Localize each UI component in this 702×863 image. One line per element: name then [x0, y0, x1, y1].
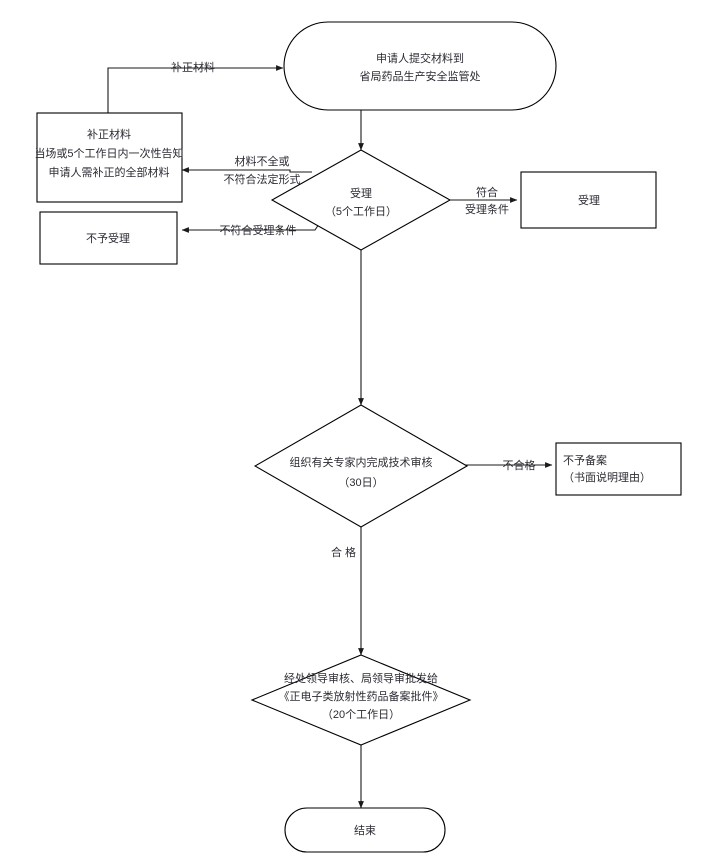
approval-label-line1: 经处领导审核、局领导审批发给	[284, 671, 438, 685]
accept-decision-shape	[270, 149, 452, 251]
node-end[interactable]: 结束	[284, 807, 446, 853]
edge-label-meet-accept-line1: 符合	[476, 185, 498, 199]
connector-accept-decision-to-supplement	[181, 167, 312, 173]
end-shape	[284, 807, 446, 853]
edge-label-meet-accept-line2: 受理条件	[465, 202, 509, 216]
start-label-line1: 申请人提交材料到	[376, 51, 464, 65]
node-review-decision[interactable]: 组织有关专家内完成技术审核 （30日）	[253, 404, 469, 528]
supplement-label-line1: 补正材料	[87, 127, 131, 141]
accept-decision-label-line1: 受理	[350, 187, 372, 200]
end-label: 结束	[354, 824, 376, 837]
edge-label-unqualified: 不合格	[503, 458, 536, 472]
edge-label-incomplete-line1: 材料不全或	[235, 154, 290, 168]
node-reject-acceptance[interactable]: 不予受理	[39, 211, 178, 265]
reject-accept-label: 不予受理	[86, 232, 130, 245]
node-accepted[interactable]: 受理	[520, 171, 657, 229]
review-decision-label-line2: （30日）	[338, 476, 383, 489]
edge-label-not-meet-accept: 不符合受理条件	[220, 223, 297, 237]
approval-shape	[250, 654, 472, 746]
node-start[interactable]: 申请人提交材料到 省局药品生产安全监管处	[283, 21, 557, 111]
supplement-shape	[36, 112, 183, 203]
approval-label-line3: （20个工作日）	[322, 708, 400, 721]
review-decision-label-line1: 组织有关专家内完成技术审核	[290, 455, 433, 469]
edge-label-supplement-back: 补正材料	[171, 60, 215, 74]
supplement-label-line3: 申请人需补正的全部材料	[49, 165, 170, 179]
node-no-record[interactable]: 不予备案 （书面说明理由）	[555, 442, 682, 496]
accepted-shape	[520, 171, 657, 229]
accept-decision-label-line2: （5个工作日）	[325, 205, 397, 218]
accepted-label: 受理	[578, 194, 600, 207]
edge-label-qualified: 合 格	[331, 545, 356, 559]
start-label-line2: 省局药品生产安全监管处	[360, 69, 481, 83]
review-decision-shape	[253, 404, 469, 528]
node-supplement[interactable]: 补正材料 当场或5个工作日内一次性告知 申请人需补正的全部材料	[34, 112, 184, 203]
no-record-shape	[555, 442, 682, 496]
connector-supplement-to-start	[107, 65, 284, 113]
node-approval[interactable]: 经处领导审核、局领导审批发给 《正电子类放射性药品备案批件》 （20个工作日）	[250, 654, 472, 746]
supplement-label-line2: 当场或5个工作日内一次性告知	[34, 146, 183, 160]
start-shape	[283, 21, 557, 111]
no-record-label-line2: （书面说明理由）	[563, 470, 651, 484]
no-record-label-line1: 不予备案	[563, 453, 607, 467]
approval-label-line2: 《正电子类放射性药品备案批件》	[279, 689, 444, 703]
reject-accept-shape	[39, 211, 178, 265]
node-accept-decision[interactable]: 受理 （5个工作日）	[270, 149, 452, 251]
edge-label-incomplete-line2: 不符合法定形式	[224, 172, 301, 186]
